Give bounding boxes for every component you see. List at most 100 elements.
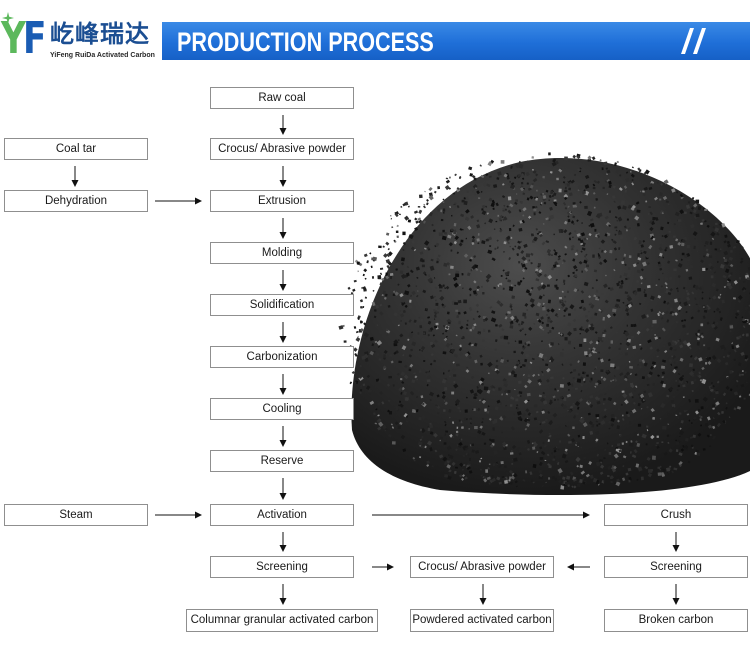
carbon-granule bbox=[674, 366, 678, 369]
carbon-granule bbox=[515, 318, 520, 323]
carbon-granule bbox=[715, 337, 720, 342]
carbon-granule bbox=[397, 324, 400, 327]
carbon-granule bbox=[741, 373, 744, 376]
carbon-granule bbox=[477, 233, 480, 236]
carbon-granule bbox=[671, 470, 675, 474]
carbon-granule bbox=[716, 380, 720, 384]
carbon-granule bbox=[657, 261, 661, 265]
carbon-granule bbox=[638, 358, 643, 363]
carbon-granule bbox=[640, 398, 646, 404]
carbon-granule bbox=[517, 240, 521, 244]
carbon-granule bbox=[477, 197, 481, 199]
node-crush: Crush bbox=[604, 504, 748, 526]
carbon-granule bbox=[447, 475, 452, 480]
carbon-granule bbox=[677, 373, 681, 376]
node-cooling: Cooling bbox=[210, 398, 354, 420]
carbon-granule bbox=[516, 407, 520, 411]
carbon-granule bbox=[531, 479, 534, 483]
carbon-granule bbox=[454, 302, 459, 305]
carbon-granule bbox=[466, 190, 469, 193]
carbon-granule bbox=[420, 414, 427, 420]
carbon-granule bbox=[410, 246, 415, 251]
carbon-granule bbox=[661, 235, 664, 238]
carbon-granule bbox=[666, 221, 670, 225]
carbon-granule bbox=[443, 409, 446, 412]
carbon-granule bbox=[646, 425, 649, 428]
carbon-granule bbox=[589, 395, 594, 399]
carbon-granule bbox=[508, 469, 514, 475]
carbon-granule bbox=[640, 268, 644, 272]
carbon-granule bbox=[469, 173, 473, 177]
carbon-granule bbox=[658, 311, 662, 314]
carbon-granule bbox=[376, 353, 380, 357]
carbon-granule bbox=[444, 401, 448, 406]
carbon-granule bbox=[549, 320, 553, 324]
carbon-granule bbox=[480, 270, 482, 273]
carbon-granule bbox=[425, 202, 429, 206]
carbon-granule bbox=[418, 416, 422, 421]
carbon-granule bbox=[606, 169, 611, 174]
carbon-granule bbox=[487, 236, 493, 241]
carbon-granule bbox=[595, 414, 600, 418]
carbon-granule bbox=[624, 368, 627, 372]
carbon-granule bbox=[699, 415, 703, 419]
carbon-granule bbox=[738, 276, 742, 280]
carbon-granule bbox=[666, 378, 668, 381]
carbon-granule bbox=[616, 298, 621, 302]
carbon-granule bbox=[550, 254, 553, 257]
carbon-granule bbox=[622, 257, 626, 260]
carbon-granule bbox=[538, 269, 543, 274]
carbon-granule bbox=[720, 344, 726, 350]
carbon-granule bbox=[404, 397, 409, 402]
carbon-granule bbox=[614, 303, 620, 309]
carbon-granule bbox=[481, 204, 486, 209]
carbon-granule bbox=[393, 339, 399, 345]
carbon-granule bbox=[541, 328, 545, 331]
carbon-granule bbox=[666, 301, 670, 305]
carbon-granule bbox=[567, 322, 572, 327]
carbon-granule bbox=[695, 199, 700, 204]
carbon-granule bbox=[542, 294, 545, 297]
carbon-granule bbox=[732, 245, 737, 249]
carbon-granule bbox=[636, 330, 641, 335]
carbon-granule bbox=[441, 391, 446, 395]
carbon-granule bbox=[389, 215, 392, 217]
carbon-granule bbox=[589, 430, 594, 435]
carbon-granule bbox=[578, 261, 582, 265]
carbon-granule bbox=[468, 166, 473, 171]
carbon-granule bbox=[434, 215, 437, 218]
carbon-granule bbox=[493, 228, 496, 231]
carbon-granule bbox=[476, 310, 479, 313]
carbon-granule bbox=[686, 332, 690, 336]
carbon-granule bbox=[378, 358, 382, 361]
carbon-granule bbox=[371, 276, 375, 279]
carbon-granule bbox=[407, 205, 410, 208]
carbon-granule bbox=[408, 332, 414, 338]
carbon-granule bbox=[473, 323, 477, 327]
carbon-granule bbox=[741, 370, 744, 373]
carbon-granule bbox=[678, 412, 682, 415]
carbon-granule bbox=[479, 399, 481, 402]
carbon-granule bbox=[508, 228, 512, 232]
carbon-granule bbox=[367, 388, 373, 394]
carbon-granule bbox=[409, 294, 413, 298]
carbon-granule bbox=[517, 359, 521, 362]
carbon-granule bbox=[442, 456, 448, 462]
carbon-granule bbox=[521, 347, 525, 351]
carbon-granule bbox=[387, 247, 390, 251]
carbon-granule bbox=[584, 267, 589, 272]
carbon-granule bbox=[538, 469, 542, 474]
carbon-granule bbox=[496, 239, 499, 242]
carbon-granule bbox=[453, 381, 456, 384]
carbon-granule bbox=[616, 425, 620, 430]
carbon-granule bbox=[590, 316, 594, 320]
carbon-granule bbox=[603, 250, 607, 254]
carbon-granule bbox=[521, 327, 524, 330]
carbon-granule bbox=[649, 211, 653, 216]
carbon-granule bbox=[533, 236, 538, 242]
carbon-granule bbox=[475, 450, 480, 454]
carbon-granule bbox=[569, 371, 573, 374]
carbon-granule bbox=[608, 210, 612, 213]
carbon-granule bbox=[694, 238, 696, 240]
carbon-granule bbox=[602, 316, 606, 321]
